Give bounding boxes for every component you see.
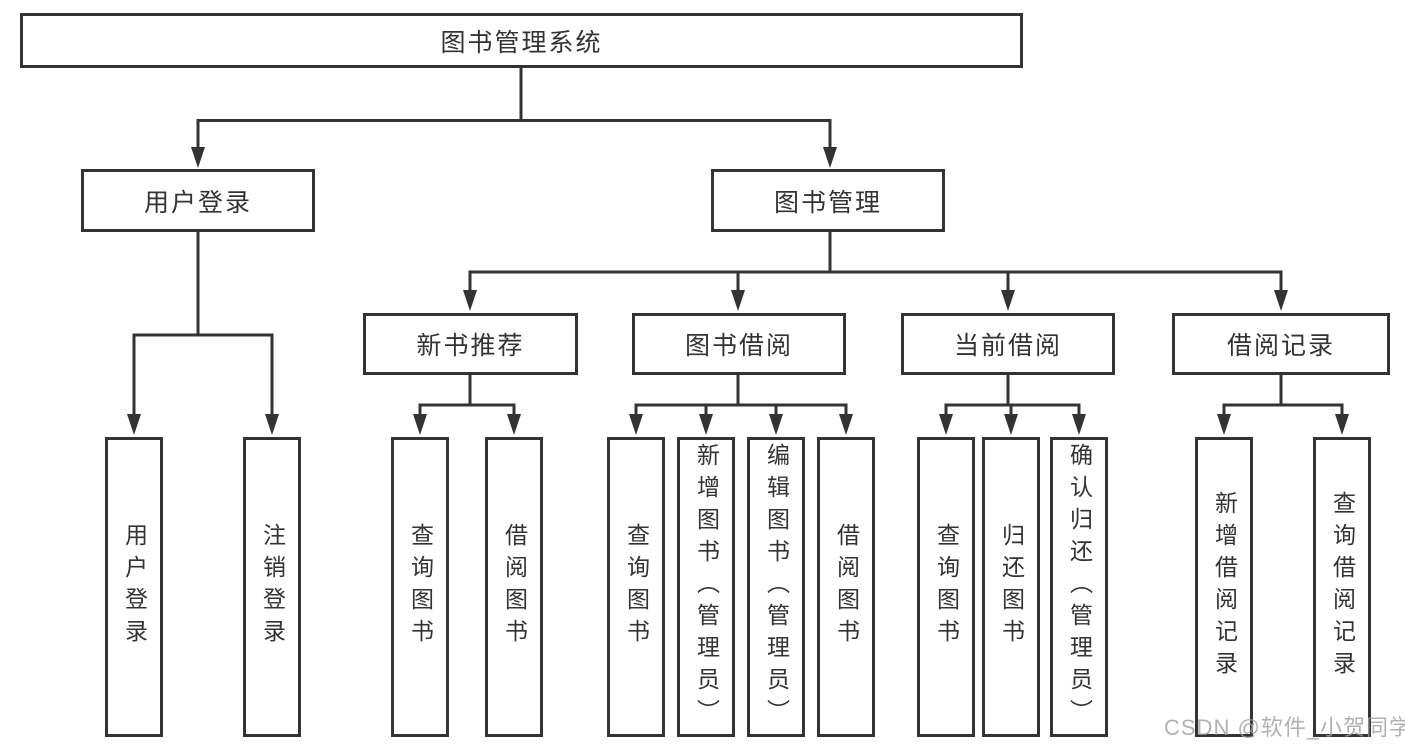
node-book-borrow: 图书借阅 [632,313,846,375]
node-book-management: 图书管理 [711,169,945,232]
leaf-cb-query-book-label: 查询图书 [933,523,960,651]
node-borrow-record-label: 借阅记录 [1226,332,1335,360]
leaf-bb-borrow-book: 借阅图书 [817,437,875,737]
leaf-br-add-record-label: 新增借阅记录 [1211,491,1238,683]
leaf-br-query-record-label: 查询借阅记录 [1329,491,1356,683]
leaf-logout-label: 注销登录 [259,523,286,651]
leaf-bb-add-book-admin-label: 新增图书（管理员） [693,443,720,731]
node-root-label: 图书管理系统 [440,28,603,57]
csdn-watermark: CSDN @软件_小贺同学 [1164,715,1405,740]
leaf-nb-query-book: 查询图书 [391,437,449,737]
node-current-borrow: 当前借阅 [901,313,1115,375]
leaf-br-query-record: 查询借阅记录 [1313,437,1371,737]
leaf-nb-query-book-label: 查询图书 [407,523,434,651]
leaf-br-add-record: 新增借阅记录 [1195,437,1253,737]
leaf-bb-borrow-book-label: 借阅图书 [833,523,860,651]
node-new-book-recommend-label: 新书推荐 [416,332,525,360]
leaf-user-login-label: 用户登录 [121,523,148,651]
leaf-cb-confirm-return-admin: 确认归还（管理员） [1050,437,1108,737]
leaf-bb-query-book-label: 查询图书 [623,523,650,651]
leaf-nb-borrow-book: 借阅图书 [485,437,543,737]
leaf-cb-return-book-label: 归还图书 [998,523,1025,651]
leaf-nb-borrow-book-label: 借阅图书 [501,523,528,651]
leaf-cb-return-book: 归还图书 [982,437,1040,737]
node-root: 图书管理系统 [20,13,1023,68]
leaf-cb-confirm-return-admin-label: 确认归还（管理员） [1066,443,1093,731]
leaf-bb-edit-book-admin: 编辑图书（管理员） [747,437,805,737]
leaf-bb-edit-book-admin-label: 编辑图书（管理员） [763,443,790,731]
leaf-user-login: 用户登录 [105,437,163,737]
node-user-login: 用户登录 [81,169,315,232]
leaf-logout: 注销登录 [243,437,301,737]
node-new-book-recommend: 新书推荐 [363,313,578,375]
node-current-borrow-label: 当前借阅 [953,332,1062,360]
leaf-cb-query-book: 查询图书 [917,437,975,737]
leaf-bb-query-book: 查询图书 [607,437,665,737]
node-user-login-label: 用户登录 [143,188,252,217]
node-borrow-record: 借阅记录 [1172,313,1390,375]
leaf-bb-add-book-admin: 新增图书（管理员） [677,437,735,737]
node-book-borrow-label: 图书借阅 [684,332,793,360]
node-book-management-label: 图书管理 [773,188,882,217]
